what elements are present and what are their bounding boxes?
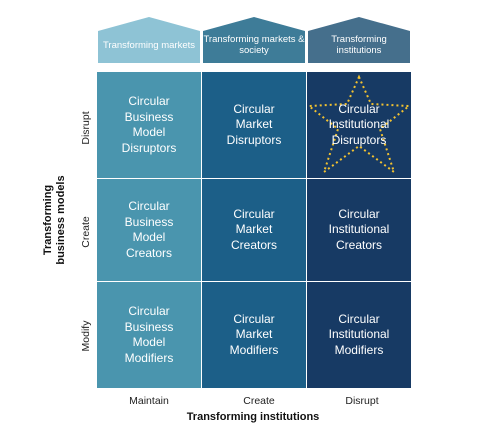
pentagon-shape: [203, 17, 305, 63]
row-label-create: Create: [80, 216, 92, 248]
x-axis-title: Transforming institutions: [186, 411, 320, 423]
pentagon-shape: [308, 17, 410, 63]
header-transforming-markets: Transforming markets: [98, 17, 200, 63]
header-label: Transforming markets: [102, 39, 196, 51]
y-axis-title: Transforming business models: [42, 172, 68, 268]
header-transforming-institutions: Transforming institutions: [308, 17, 410, 63]
col-label-disrupt: Disrupt: [345, 395, 379, 407]
row-label-disrupt: Disrupt: [80, 111, 92, 145]
row-label-modify: Modify: [80, 320, 92, 352]
star-outline-icon: [307, 74, 411, 175]
header-label: Transforming institutions: [331, 34, 387, 56]
header-label: Transforming markets & society: [203, 34, 305, 56]
col-label-maintain: Maintain: [129, 395, 169, 407]
header-transforming-markets-society: Transforming markets & society: [203, 17, 305, 63]
y-axis-title-text: Transforming business models: [42, 175, 67, 265]
pentagon-shape: [98, 17, 200, 63]
col-label-create: Create: [243, 395, 275, 407]
